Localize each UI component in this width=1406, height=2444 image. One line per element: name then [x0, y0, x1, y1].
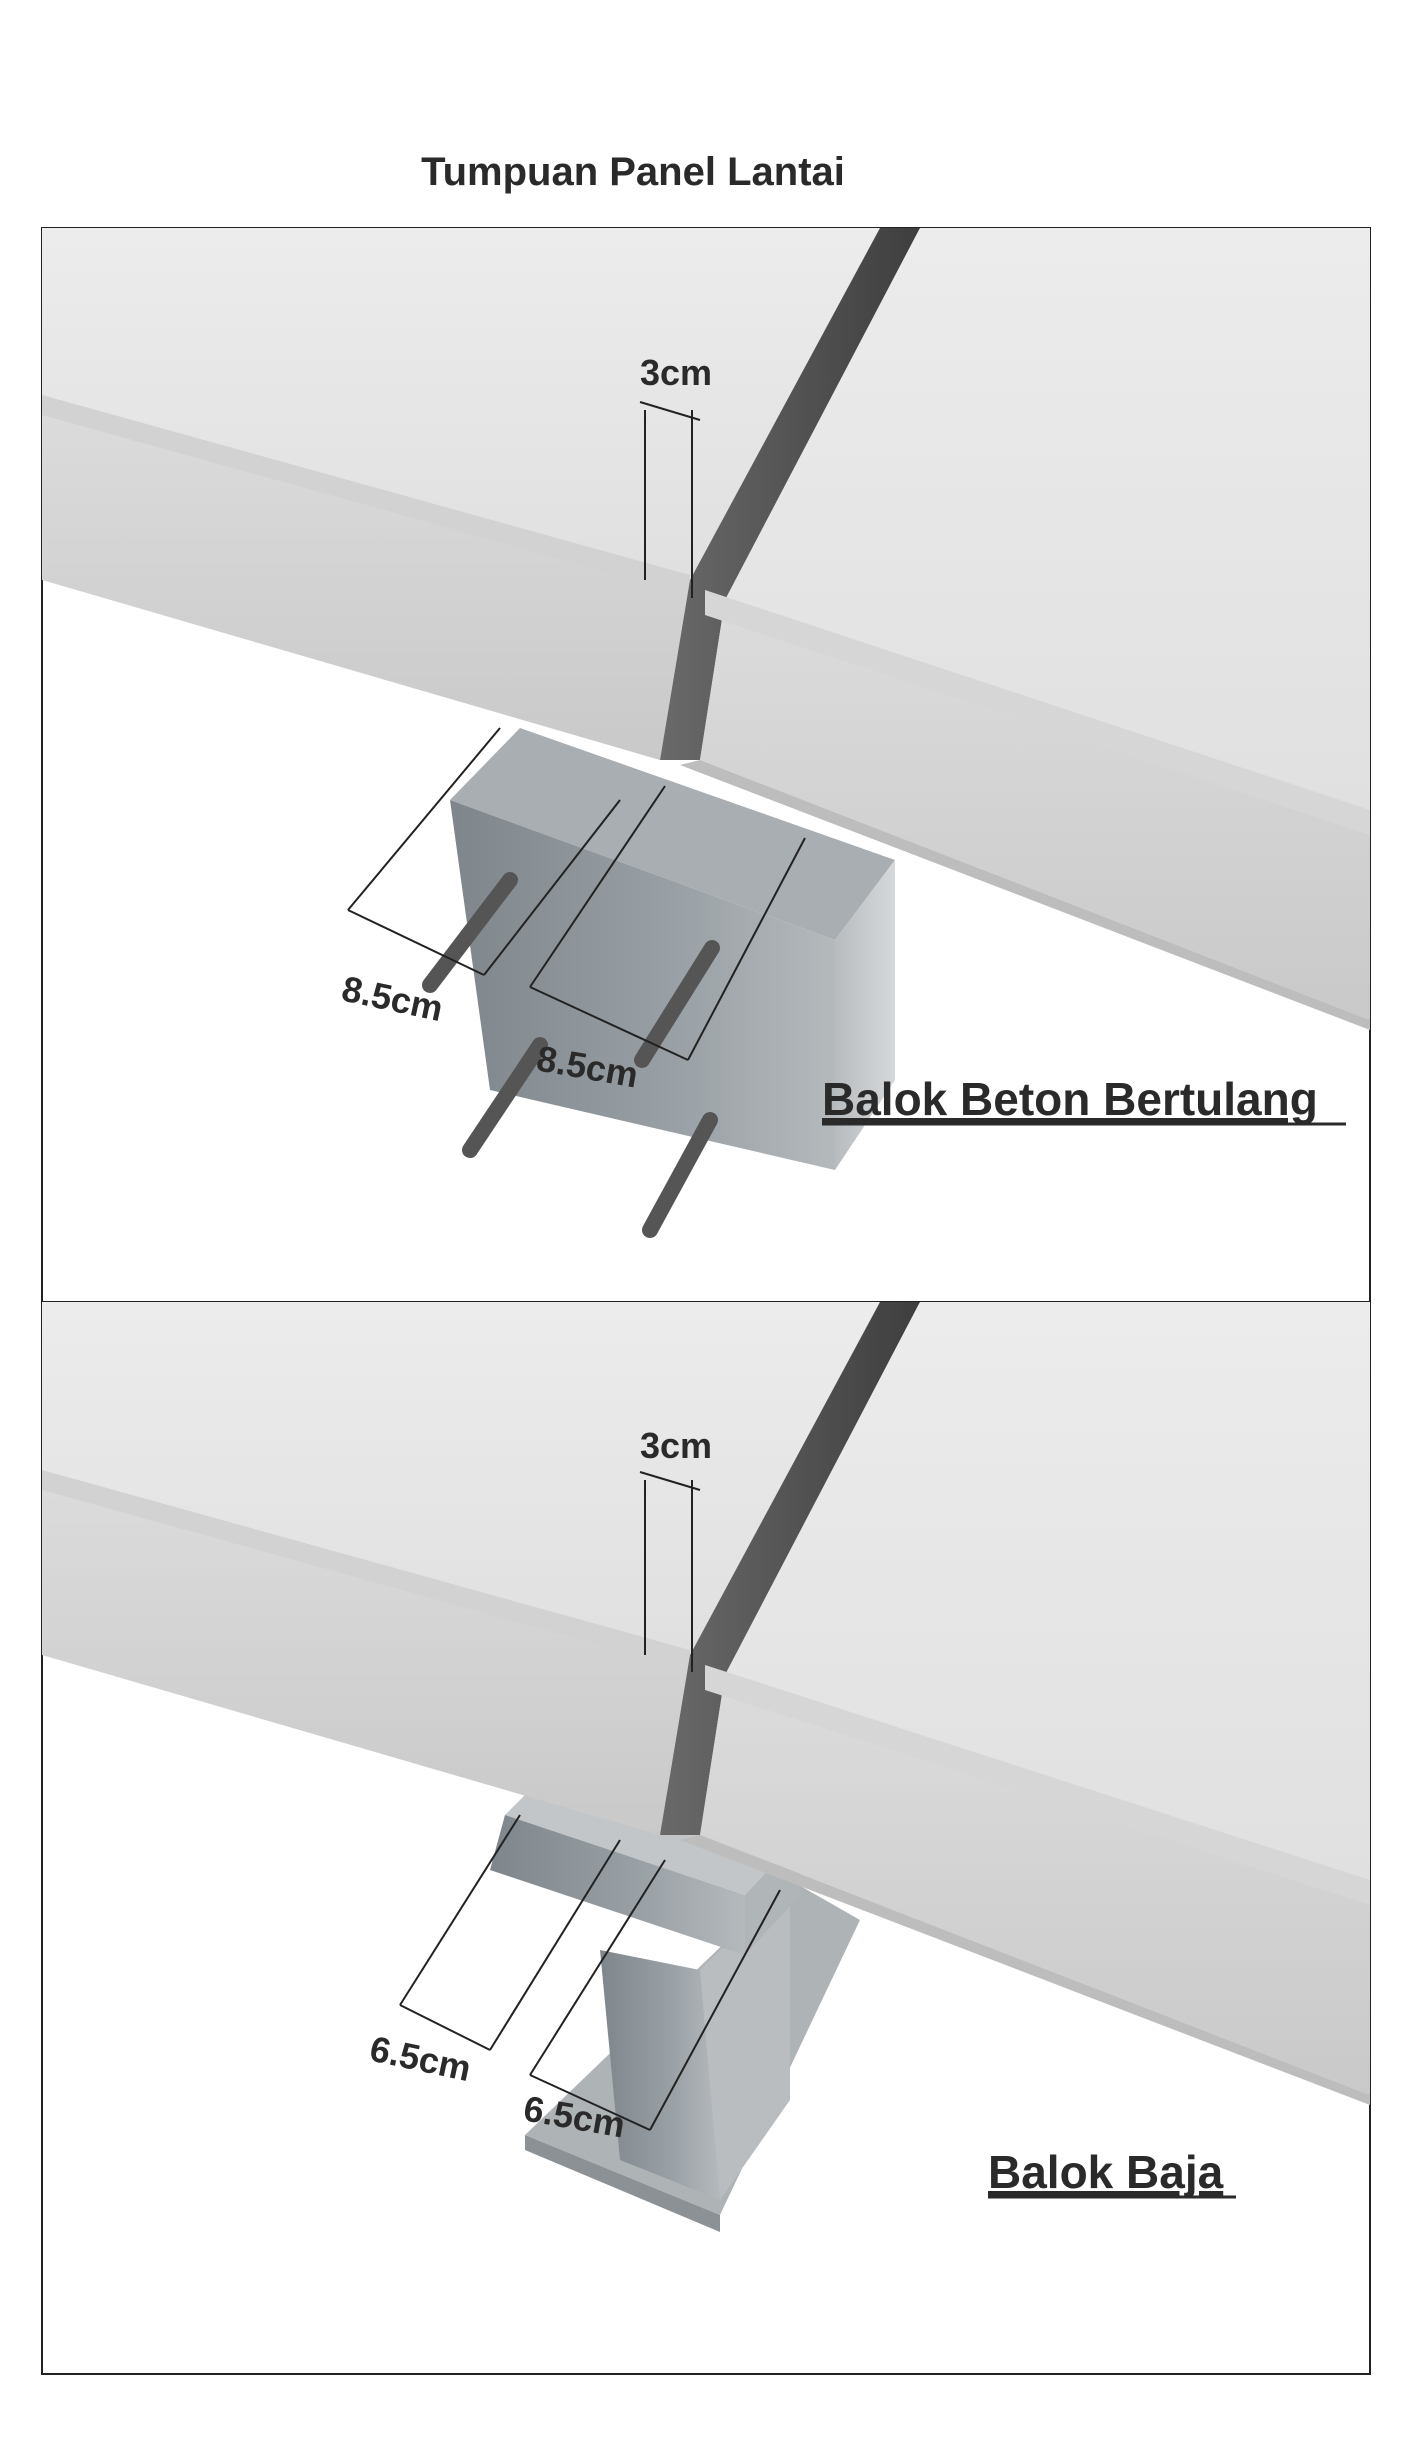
- panel-gap: [660, 1302, 920, 1835]
- panel-caption: Balok Baja: [988, 2146, 1224, 2198]
- concrete-beam: [422, 728, 895, 1238]
- dimension-lines: [347, 401, 806, 1061]
- gap-dimension-label: 3cm: [640, 1425, 712, 1466]
- rebar: [422, 872, 518, 993]
- panel-steel-beam: 3cm 6.5cm 6.5cm Balok Baja: [41, 1301, 1371, 2375]
- dimension-lines: [399, 1471, 781, 2131]
- left-floor-panel: [42, 228, 880, 760]
- rebar: [634, 940, 720, 1068]
- panel-gap: [660, 228, 920, 760]
- left-floor-panel: [42, 1302, 880, 1835]
- page-title: Tumpuan Panel Lantai: [421, 150, 845, 194]
- panel-caption: Balok Beton Bertulang: [822, 1073, 1318, 1125]
- panel-concrete-beam: 3cm 8.5cm 8.5cm Balok Beton Bertulang: [41, 227, 1371, 1303]
- right-floor-panel: [680, 228, 1370, 1030]
- rebar: [642, 1112, 718, 1238]
- right-floor-panel: [680, 1302, 1370, 2105]
- rebar: [462, 1037, 548, 1158]
- gap-dimension-label: 3cm: [640, 352, 712, 393]
